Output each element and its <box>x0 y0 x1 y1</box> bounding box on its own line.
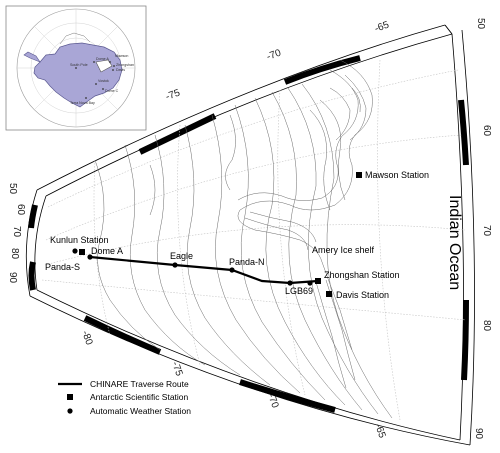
station-markers <box>72 172 362 297</box>
inset-label-terra-nova-bay: Terra Nova Bay <box>70 101 95 105</box>
lon-label-right-50: 50 <box>475 18 486 30</box>
square-marker-kunlun <box>79 249 85 255</box>
map-frame <box>25 24 475 446</box>
square-marker-davis <box>326 291 332 297</box>
legend-square-symbol <box>67 394 73 400</box>
circle-marker-lgb69 <box>287 280 293 286</box>
legend-label-aws: Automatic Weather Station <box>90 406 191 416</box>
lat-label-bottom-75: -75 <box>169 360 184 378</box>
label-mawson-station: Mawson Station <box>365 170 429 180</box>
legend-label-route: CHINARE Traverse Route <box>90 379 189 389</box>
circle-marker-panda-s <box>72 248 78 254</box>
legend-circle-symbol <box>67 408 73 414</box>
lon-label-left-80: 80 <box>9 248 20 260</box>
square-marker-mawson <box>356 172 362 178</box>
inset-station-dots <box>75 61 115 99</box>
legend: CHINARE Traverse Route Antarctic Scienti… <box>58 379 191 416</box>
lon-label-right-80: 80 <box>481 320 492 332</box>
lon-label-left-90: 90 <box>7 272 18 284</box>
inset-peninsula <box>23 51 41 63</box>
label-panda-n: Panda-N <box>229 257 265 267</box>
lon-label-left-60: 60 <box>15 204 26 216</box>
label-amery-ice-shelf: Amery Ice shelf <box>312 245 375 255</box>
legend-label-station: Antarctic Scientific Station <box>90 392 189 402</box>
inset-label-mawson: Mawson <box>115 54 128 58</box>
inset-label-davis: Davis <box>116 68 125 72</box>
label-indian-ocean: Indian Ocean <box>446 195 463 290</box>
latitude-labels: -65 -70 -75 -80 -75 -70 -65 <box>79 19 391 440</box>
graticule <box>41 59 467 421</box>
lon-label-right-90: 90 <box>473 428 484 440</box>
inset-label-zhongshan: Zhongshan <box>116 63 134 67</box>
square-marker-zhongshan <box>315 278 321 284</box>
inset-label-vostok: Vostok <box>98 79 109 83</box>
circle-marker-lgb-near <box>307 280 313 286</box>
label-kunlun-station: Kunlun Station <box>50 235 109 245</box>
lat-label-bottom-80: -80 <box>79 329 94 347</box>
inset-label-dome-c: Dome C <box>105 89 119 93</box>
label-eagle: Eagle <box>170 251 193 261</box>
lon-label-left-70: 70 <box>11 226 22 238</box>
inset-antarctica-landmass <box>33 42 123 108</box>
lat-label-top-65: -65 <box>373 19 391 34</box>
lat-label-bottom-70: -70 <box>265 392 280 410</box>
lon-label-left-50: 50 <box>7 183 18 195</box>
circle-marker-dome-a <box>87 254 93 260</box>
label-davis-station: Davis Station <box>336 290 389 300</box>
label-lgb69: LGB69 <box>285 286 313 296</box>
traverse-route <box>89 255 319 285</box>
inset-study-area <box>95 59 113 73</box>
inset-label-dome-a: Dome A <box>96 57 109 61</box>
elevation-contours <box>94 59 393 419</box>
station-labels: Kunlun Station Dome A Panda-S Eagle Pand… <box>45 170 429 300</box>
lon-label-right-60: 60 <box>481 125 492 137</box>
lon-label-right-70: 70 <box>481 225 492 237</box>
label-panda-s: Panda-S <box>45 262 80 272</box>
lat-label-top-75: -75 <box>164 87 182 102</box>
label-dome-a: Dome A <box>91 246 123 256</box>
circle-marker-panda-n <box>229 267 235 273</box>
label-zhongshan-station: Zhongshan Station <box>324 270 400 280</box>
lat-label-top-70: -70 <box>265 47 283 62</box>
longitude-labels: 50 60 70 80 90 50 60 70 80 90 <box>7 18 492 440</box>
lat-label-bottom-65: -65 <box>372 422 387 440</box>
inset-map: Dome A Mawson Zhongshan Davis South Pole… <box>5 5 147 131</box>
inset-label-south-pole: South Pole <box>70 63 88 67</box>
circle-marker-eagle <box>172 262 178 268</box>
